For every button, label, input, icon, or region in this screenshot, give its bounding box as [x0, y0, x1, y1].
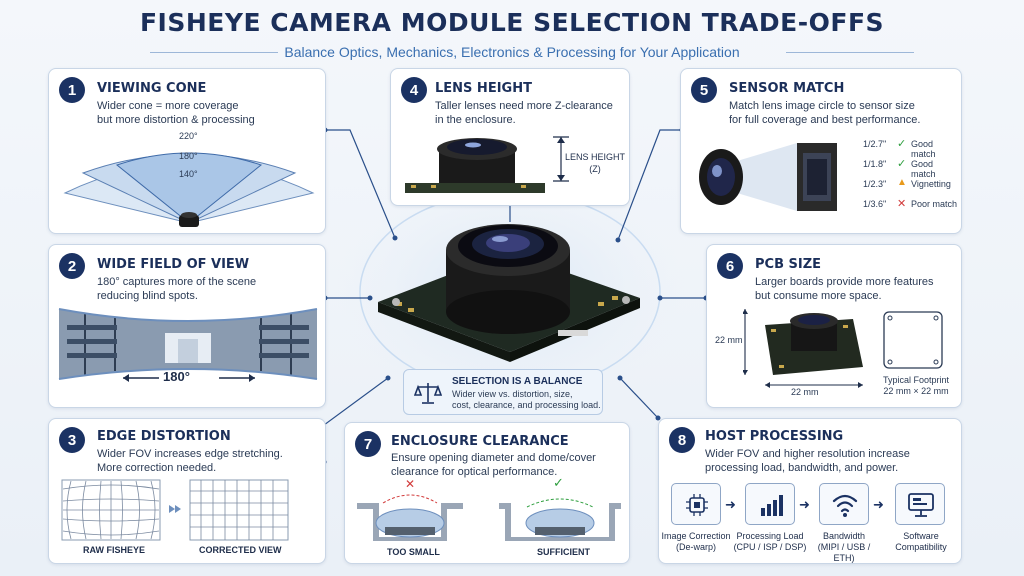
sensor-size-list: 1/2.7" ✓ Good match 1/1.8" ✓ Good match …	[863, 138, 959, 229]
card-wide-fov: 2 WIDE FIELD OF VIEW 180° captures more …	[48, 244, 326, 408]
badge-7: 7	[355, 431, 381, 457]
corrected-view-label: CORRECTED VIEW	[199, 545, 282, 555]
lens-height-illustration	[405, 136, 569, 193]
card-edge-distortion: 3 EDGE DISTORTION Wider FOV increases ed…	[48, 418, 326, 564]
page-title: FISHEYE CAMERA MODULE SELECTION TRADE-OF…	[139, 8, 885, 37]
badge-8: 8	[669, 427, 695, 453]
card-desc: Match lens image circle to sensor size f…	[729, 100, 921, 126]
pcb-height-label: 22 mm	[715, 335, 743, 345]
badge-6: 6	[717, 253, 743, 279]
card-desc: 180° captures more of the scene reducing…	[97, 276, 257, 302]
footprint-label: Typical Footprint	[882, 375, 950, 385]
arrow-right-icon: ➜	[873, 497, 884, 512]
card-title: VIEWING CONE	[97, 81, 207, 96]
chip-icon	[686, 494, 708, 516]
too-small-enclosure	[357, 494, 463, 541]
badge-4: 4	[401, 77, 427, 103]
viewing-cone-diagram	[63, 152, 315, 227]
scale-icon	[414, 383, 442, 404]
sensor-size: 1/3.6"	[863, 199, 887, 209]
pcb-width-label: 22 mm	[791, 387, 819, 397]
card-lens-height: 4 LENS HEIGHT Taller lenses need more Z-…	[390, 68, 630, 206]
card-host-processing: 8 HOST PROCESSING Wider FOV and higher r…	[658, 418, 962, 564]
balance-desc: Wider view vs. distortion, size, cost, c…	[452, 389, 601, 410]
warehouse-panorama	[58, 308, 318, 380]
card-desc: Wider FOV and higher resolution increase…	[705, 448, 910, 474]
sufficient-enclosure	[499, 498, 621, 541]
angle-label-140: 140°	[179, 169, 198, 179]
angle-label-180: 180°	[179, 151, 198, 161]
step-box	[671, 483, 721, 525]
check-icon: ✓	[897, 138, 907, 150]
sufficient-label: SUFFICIENT	[537, 547, 590, 557]
balance-title: SELECTION IS A BALANCE	[452, 376, 583, 387]
step-box	[895, 483, 945, 525]
page-subtitle: Balance Optics, Mechanics, Electronics &…	[284, 44, 740, 60]
card-title: HOST PROCESSING	[705, 429, 844, 444]
card-pcb-size: 6 PCB SIZE Larger boards provide more fe…	[706, 244, 962, 408]
badge-3: 3	[59, 427, 85, 453]
warning-icon: ▲	[897, 177, 907, 188]
card-desc: Wider FOV increases edge stretching. Mor…	[97, 448, 283, 474]
sensor-status: Vignetting	[911, 179, 951, 189]
step-label: Bandwidth (MIPI / USB / ETH)	[817, 531, 871, 563]
raw-fisheye-label: RAW FISHEYE	[83, 545, 146, 555]
card-title: WIDE FIELD OF VIEW	[97, 257, 250, 272]
arrow-right-icon: ➜	[725, 497, 736, 512]
selection-balance-note: SELECTION IS A BALANCE Wider view vs. di…	[403, 369, 603, 415]
corrected-grid	[189, 479, 289, 541]
raw-fisheye-grid	[61, 479, 161, 541]
too-small-label: TOO SMALL	[387, 547, 440, 557]
wifi-icon	[832, 494, 858, 517]
check-icon: ✓	[897, 158, 907, 170]
step-label: Software Compatibility	[895, 531, 947, 552]
arrow-right-icon	[169, 505, 181, 513]
sensor-status: Good match	[911, 159, 936, 179]
camera-module-illustration	[378, 224, 640, 362]
footprint-icon	[883, 311, 943, 369]
step-label: Processing Load (CPU / ISP / DSP)	[733, 531, 807, 552]
subtitle-rule-right	[786, 52, 914, 53]
fov-arrow	[123, 374, 255, 382]
card-title: EDGE DISTORTION	[97, 429, 231, 444]
fov-angle-label: 180°	[163, 369, 190, 384]
sensor-status: Good match	[911, 139, 936, 159]
check-icon: ✓	[553, 475, 564, 490]
badge-1: 1	[59, 77, 85, 103]
sensor-size: 1/2.7"	[863, 139, 887, 149]
sensor-status: Poor match	[911, 199, 958, 209]
arrow-right-icon: ➜	[799, 497, 810, 512]
bar-chart-icon	[761, 495, 783, 516]
sensor-size: 1/2.3"	[863, 179, 887, 189]
lens-height-dim-label: LENS HEIGHT (Z)	[565, 152, 626, 174]
badge-2: 2	[59, 253, 85, 279]
card-viewing-cone: 1 VIEWING CONE Wider cone = more coverag…	[48, 68, 326, 234]
footprint-size: 22 mm × 22 mm	[883, 386, 949, 396]
x-icon: ✕	[405, 477, 416, 491]
card-title: LENS HEIGHT	[435, 81, 532, 96]
step-label: Image Correction (De-warp)	[661, 531, 731, 552]
angle-label-220: 220°	[179, 131, 198, 141]
step-box	[819, 483, 869, 525]
card-desc: Taller lenses need more Z-clearance in t…	[435, 100, 613, 126]
card-title: SENSOR MATCH	[729, 81, 845, 96]
card-desc: Wider cone = more coverage but more dist…	[97, 100, 255, 126]
card-sensor-match: 5 SENSOR MATCH Match lens image circle t…	[680, 68, 962, 234]
sensor-match-illustration	[699, 143, 837, 211]
step-box	[745, 483, 795, 525]
badge-5: 5	[691, 77, 717, 103]
pcb-illustration	[743, 309, 863, 388]
card-desc: Ensure opening diameter and dome/cover c…	[391, 452, 596, 478]
card-enclosure-clearance: 7 ENCLOSURE CLEARANCE Ensure opening dia…	[344, 422, 630, 564]
sensor-size: 1/1.8"	[863, 159, 887, 169]
x-icon: ✕	[897, 198, 907, 210]
card-title: ENCLOSURE CLEARANCE	[391, 434, 569, 449]
card-title: PCB SIZE	[755, 257, 822, 272]
monitor-icon	[908, 493, 934, 517]
card-desc: Larger boards provide more features but …	[755, 276, 934, 302]
subtitle-rule-left	[150, 52, 278, 53]
